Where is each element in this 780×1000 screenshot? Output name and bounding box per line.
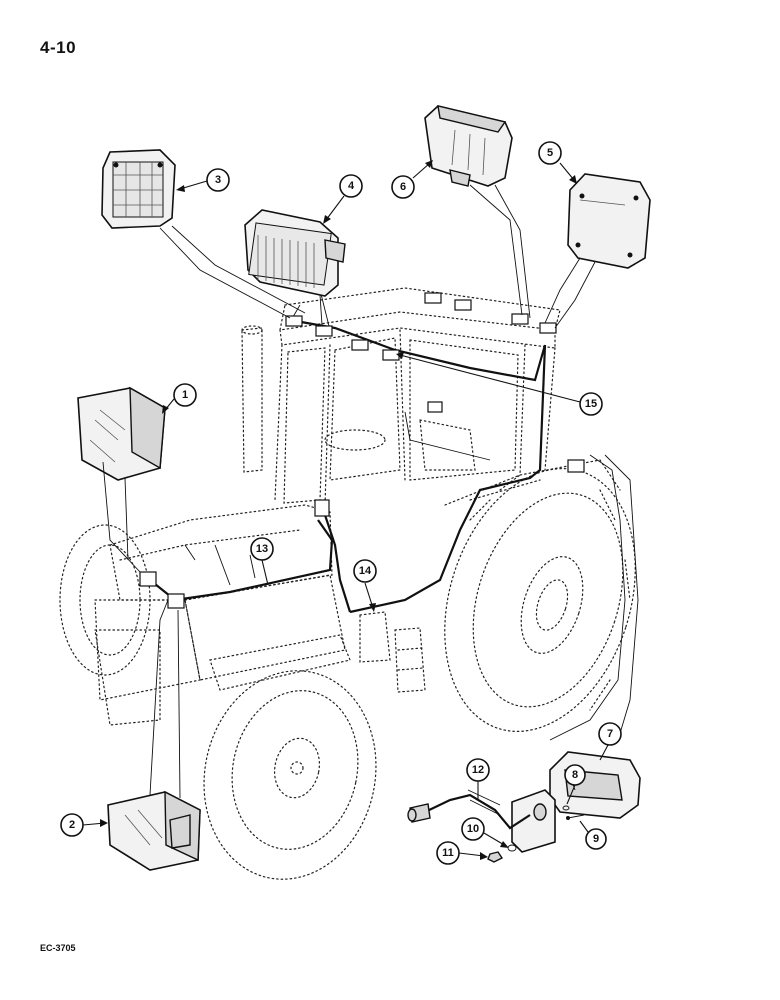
callout-9: 9 <box>585 828 607 850</box>
callout-12: 12 <box>466 758 490 782</box>
callout-15: 15 <box>579 392 603 416</box>
figure-code: EC-3705 <box>40 943 76 953</box>
callout-11: 11 <box>436 841 460 865</box>
front-side-lamp-1 <box>77 386 166 573</box>
rear-fender-lamp-7 <box>549 751 641 819</box>
callout-10: 10 <box>461 817 485 841</box>
lamp-bracket-and-cable <box>407 789 585 863</box>
svg-text:13: 13 <box>256 543 268 555</box>
svg-text:5: 5 <box>547 147 553 159</box>
svg-text:11: 11 <box>442 847 454 859</box>
roof-work-lamp-4 <box>244 209 346 326</box>
svg-text:3: 3 <box>215 174 221 186</box>
svg-text:12: 12 <box>472 764 484 776</box>
callout-13: 13 <box>250 537 274 561</box>
callout-2: 2 <box>60 813 84 837</box>
svg-text:7: 7 <box>607 728 613 740</box>
callout-leaders <box>82 160 609 860</box>
callout-3: 3 <box>206 168 230 192</box>
roof-work-lamp-3 <box>101 149 306 319</box>
svg-text:15: 15 <box>585 398 597 410</box>
roof-lamp-connectors <box>139 292 585 609</box>
callout-1: 1 <box>173 383 197 407</box>
rear-work-lamp-6 <box>424 105 531 319</box>
page-number: 4-10 <box>40 38 77 57</box>
callout-4: 4 <box>339 174 363 198</box>
callout-8: 8 <box>564 764 586 786</box>
svg-text:6: 6 <box>400 181 406 193</box>
svg-text:8: 8 <box>572 769 578 781</box>
svg-text:1: 1 <box>182 389 188 401</box>
front-lamp-2 <box>107 599 201 871</box>
svg-text:14: 14 <box>359 565 372 577</box>
svg-text:4: 4 <box>348 180 355 192</box>
rear-lamp-5 <box>544 173 651 329</box>
callout-6: 6 <box>391 175 415 199</box>
callout-7: 7 <box>598 722 622 746</box>
svg-text:9: 9 <box>593 833 599 845</box>
callout-14: 14 <box>353 559 377 583</box>
callout-5: 5 <box>538 141 562 165</box>
svg-text:2: 2 <box>69 819 75 831</box>
svg-text:10: 10 <box>467 823 479 835</box>
